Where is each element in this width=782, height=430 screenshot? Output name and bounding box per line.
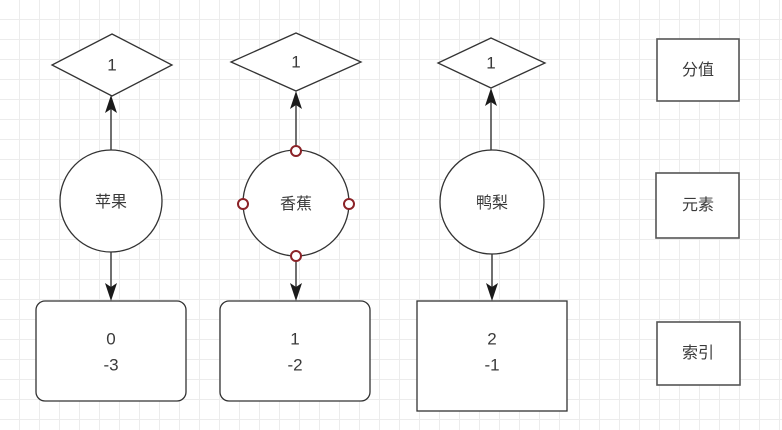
edge-arrowhead bbox=[290, 91, 302, 109]
index-box-pear[interactable]: 2 -1 bbox=[416, 300, 568, 412]
connection-handles-banana[interactable] bbox=[237, 145, 355, 262]
legend-label-element: 元素 bbox=[682, 196, 714, 214]
connection-handle-east[interactable] bbox=[343, 198, 355, 210]
element-circle-apple[interactable]: 苹果 bbox=[59, 149, 163, 253]
index-box-apple[interactable]: 0 -3 bbox=[35, 300, 187, 402]
index-box-line2: -1 bbox=[484, 355, 499, 374]
legend-box-element[interactable] bbox=[655, 172, 740, 239]
index-box-line1: 2 bbox=[487, 329, 496, 348]
edge-element-to-index-apple[interactable] bbox=[105, 252, 117, 301]
legend-item-score[interactable]: 分值 bbox=[656, 38, 740, 102]
index-box-line1: 1 bbox=[290, 329, 299, 348]
element-circle-label: 苹果 bbox=[95, 193, 127, 211]
element-circle-banana[interactable]: 香蕉 bbox=[242, 149, 350, 257]
edge-arrowhead bbox=[105, 95, 117, 113]
index-box-line1: 0 bbox=[106, 329, 115, 348]
edge-element-to-score-banana[interactable] bbox=[290, 91, 302, 150]
element-circle-label: 鸭梨 bbox=[476, 194, 508, 212]
edge-element-to-score-pear[interactable] bbox=[485, 88, 497, 150]
connection-handle-north[interactable] bbox=[290, 145, 302, 157]
edge-arrowhead bbox=[485, 88, 497, 106]
score-diamond-pear[interactable]: 1 bbox=[436, 37, 547, 89]
score-diamond-label: 1 bbox=[486, 53, 495, 72]
score-diamond-label: 1 bbox=[107, 55, 116, 74]
score-diamond-label: 1 bbox=[291, 52, 300, 71]
score-diamond-banana[interactable]: 1 bbox=[229, 32, 363, 92]
score-diamond-shape[interactable] bbox=[50, 33, 174, 97]
edge-arrowhead bbox=[290, 283, 302, 301]
column-pear: 1 鸭梨 2 -1 bbox=[416, 37, 568, 412]
legend-box-score[interactable] bbox=[656, 38, 740, 102]
column-apple: 1 苹果 0 -3 bbox=[35, 33, 187, 402]
legend-item-index[interactable]: 索引 bbox=[656, 321, 741, 386]
legend-box-index[interactable] bbox=[656, 321, 741, 386]
connection-handle-west[interactable] bbox=[237, 198, 249, 210]
legend-item-element[interactable]: 元素 bbox=[655, 172, 740, 239]
legend-label-score: 分值 bbox=[682, 61, 714, 79]
index-box-shape[interactable] bbox=[416, 300, 568, 412]
index-box-shape[interactable] bbox=[219, 300, 371, 402]
legend: 分值 元素 索引 bbox=[655, 38, 741, 386]
edge-arrowhead bbox=[486, 283, 498, 301]
edge-element-to-index-banana[interactable] bbox=[290, 256, 302, 301]
column-banana: 1 香蕉 bbox=[219, 32, 371, 402]
edge-element-to-score-apple[interactable] bbox=[105, 95, 117, 150]
index-box-shape[interactable] bbox=[35, 300, 187, 402]
index-box-banana[interactable]: 1 -2 bbox=[219, 300, 371, 402]
score-diamond-apple[interactable]: 1 bbox=[50, 33, 174, 97]
element-circle-label: 香蕉 bbox=[280, 195, 312, 213]
legend-label-index: 索引 bbox=[682, 344, 714, 362]
edge-element-to-index-pear[interactable] bbox=[486, 254, 498, 301]
index-box-line2: -3 bbox=[103, 355, 118, 374]
connection-handle-south[interactable] bbox=[290, 250, 302, 262]
element-circle-pear[interactable]: 鸭梨 bbox=[439, 149, 545, 255]
index-box-line2: -2 bbox=[287, 355, 302, 374]
edge-arrowhead bbox=[105, 283, 117, 301]
